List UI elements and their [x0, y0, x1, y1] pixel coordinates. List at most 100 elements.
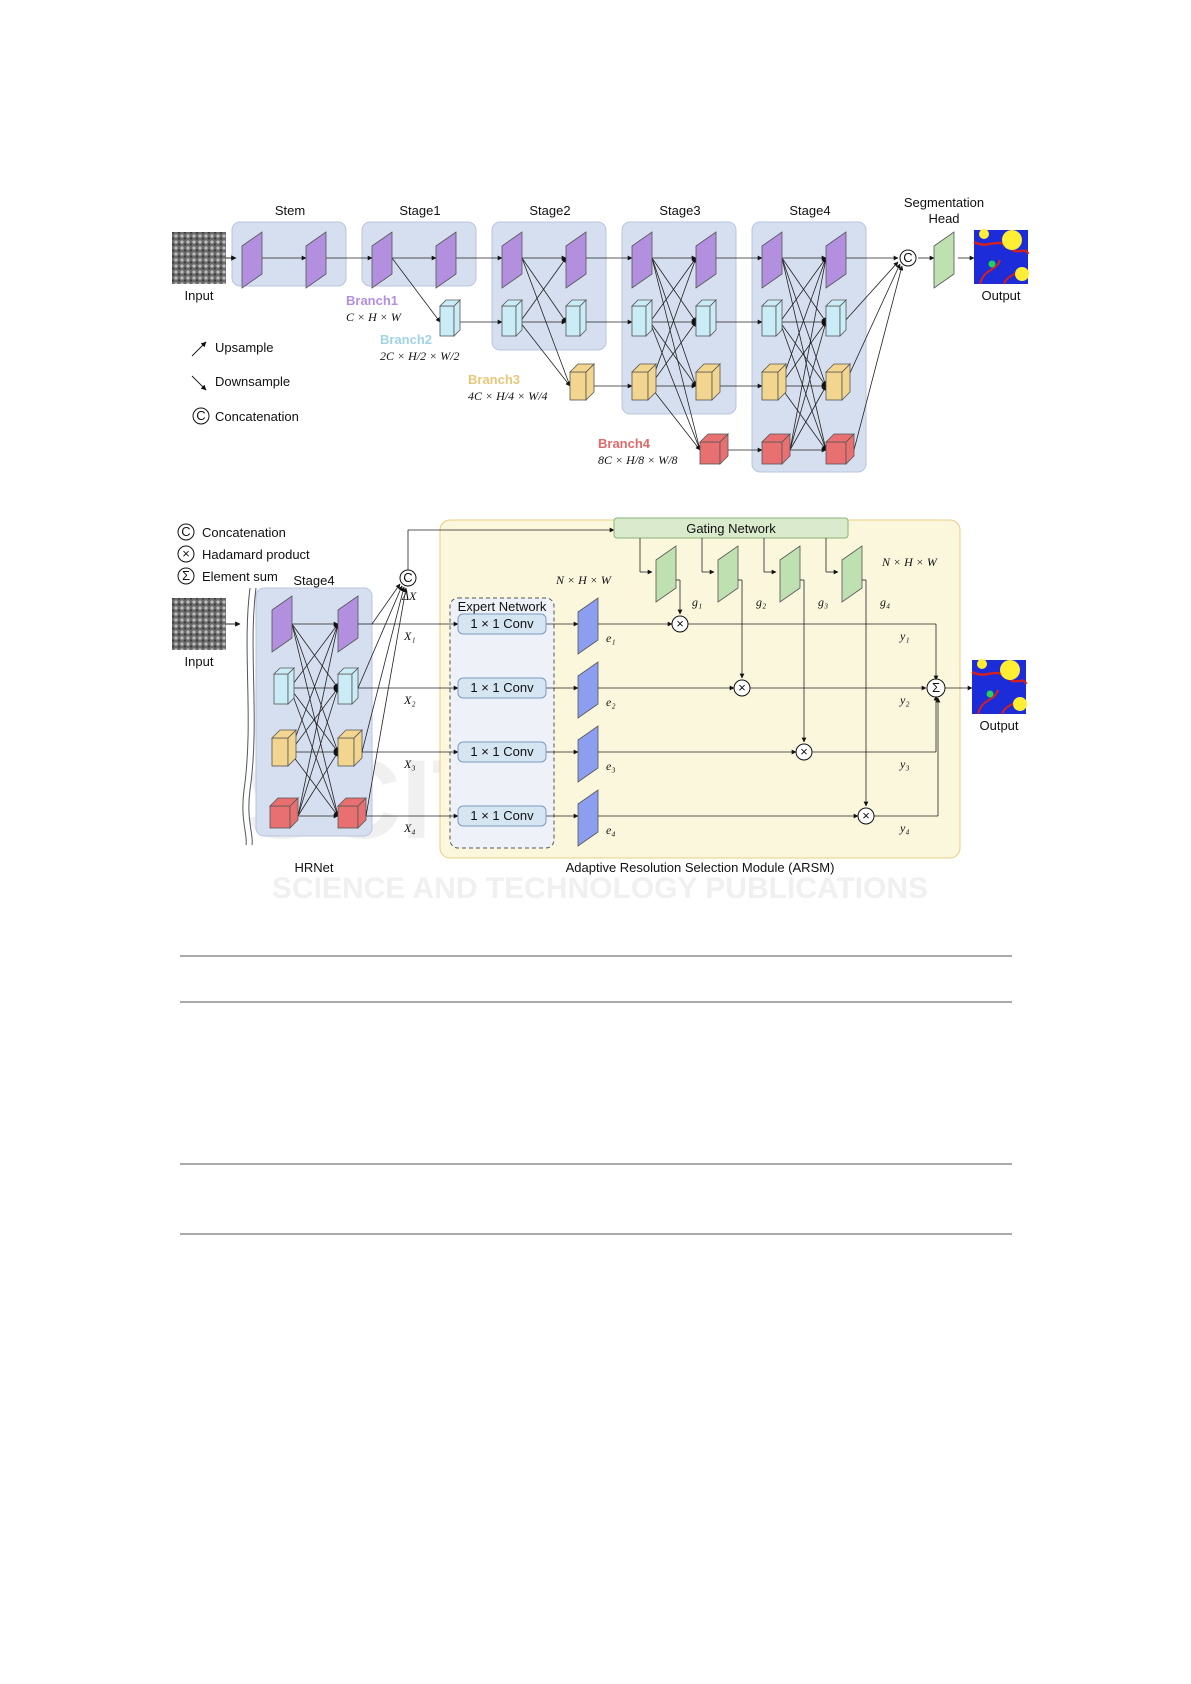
feature-map-b3	[631, 371, 649, 401]
gating-network-label: Gating Network	[686, 521, 776, 536]
output-label: Output	[981, 288, 1020, 303]
output-segmentation-image	[973, 229, 1030, 285]
feature-map-b3	[569, 371, 587, 401]
stage4-title: Stage4	[293, 573, 334, 588]
concat-node-symbol: C	[903, 250, 912, 265]
feature-map-b1	[241, 231, 263, 289]
y2-label: y₂	[899, 693, 910, 707]
hadamard-node-symbol: ×	[862, 808, 870, 823]
legend-downsample: Downsample	[215, 374, 290, 389]
concat-node	[899, 249, 917, 267]
feature-map-b1	[631, 231, 653, 289]
x1-label: X₁	[403, 629, 416, 643]
sum-icon	[177, 567, 195, 585]
legend-upsample: Upsample	[215, 340, 274, 355]
feature-map-b1	[761, 231, 783, 289]
conv-label-3: 1 × 1 Conv	[470, 744, 534, 759]
conv-label-4: 1 × 1 Conv	[470, 808, 534, 823]
input-label: Input	[185, 288, 214, 303]
hadamard-icon-symbol: ×	[182, 546, 190, 561]
bottom-figure: Expert Network C Concatenation × Hadamar…	[172, 517, 1028, 875]
conv-box-3	[457, 741, 547, 763]
input-label: Input	[185, 654, 214, 669]
legend-sum: Element sum	[202, 569, 278, 584]
expert-network-box	[449, 597, 555, 849]
feature-map-b2	[825, 305, 841, 337]
top-legend: Upsample Downsample C Concatenation	[191, 340, 299, 425]
concat-icon-symbol: C	[181, 524, 190, 539]
table-rules	[180, 955, 1012, 1235]
branch1-name: Branch1	[346, 293, 398, 308]
branch3-dims: 4C × H/4 × W/4	[468, 389, 548, 403]
branch1-dims: C × H × W	[346, 310, 402, 324]
legend-concat: Concatenation	[202, 525, 286, 540]
feature-map-b1	[435, 231, 457, 289]
concat-icon	[177, 523, 195, 541]
seg-head-title-line1: Segmentation	[904, 195, 984, 210]
legend-hadamard: Hadamard product	[202, 547, 310, 562]
hadamard-node-symbol: ×	[738, 680, 746, 695]
gating-branches	[639, 538, 869, 807]
truncation-line	[242, 587, 251, 846]
feature-map-b1	[371, 231, 393, 289]
e1-label: e₁	[606, 631, 616, 645]
feature-map-b3	[825, 371, 843, 401]
concat-icon	[192, 407, 210, 425]
hadamard-node-1	[671, 615, 689, 633]
feature-map-b2	[761, 305, 777, 337]
hadamard-node-3	[795, 743, 813, 761]
output-label: Output	[979, 718, 1018, 733]
feature-map-b2	[439, 305, 455, 337]
hadamard-node-symbol: ×	[800, 744, 808, 759]
expert-rows	[358, 621, 973, 819]
branch4-dims: 8C × H/8 × W/8	[598, 453, 678, 467]
g2-label: g₂	[756, 595, 766, 609]
seg-head-map	[933, 231, 955, 289]
x4-label: X₄	[403, 821, 416, 835]
hadamard-node-symbol: ×	[676, 616, 684, 631]
expert-feature-maps	[577, 597, 599, 847]
feature-map-b1	[695, 231, 717, 289]
feature-map-b2	[501, 305, 517, 337]
y3-label: y₃	[899, 757, 910, 771]
e2-label: e₂	[606, 695, 616, 709]
hadamard-node-2	[733, 679, 751, 697]
feature-map-b1	[825, 231, 847, 289]
stage-title-stage3: Stage3	[659, 203, 700, 218]
x3-label: X₃	[403, 757, 416, 771]
hrnet-label: HRNet	[294, 860, 333, 875]
g3-label: g₃	[818, 595, 828, 609]
feature-map-b4	[699, 441, 721, 465]
top-figure: Stem Stage1 Stage2 Stage3 Stage4 Segment…	[172, 195, 1030, 473]
input-image	[172, 232, 226, 284]
concat-icon-symbol: C	[196, 408, 205, 423]
expert-network-label: Expert Network	[458, 599, 547, 614]
legend-concat: Concatenation	[215, 409, 299, 424]
stage-title-stem: Stem	[275, 203, 305, 218]
stage-title-stage2: Stage2	[529, 203, 570, 218]
input-image	[172, 598, 226, 650]
branch2-dims: 2C × H/2 × W/2	[380, 349, 460, 363]
gating-dims-label: N × H × W	[881, 555, 938, 569]
sum-node-symbol: Σ	[932, 680, 940, 695]
truncation-line	[248, 587, 257, 846]
downsample-arrow-icon	[191, 375, 207, 391]
g1-label: g₁	[692, 595, 702, 609]
bottom-legend: C Concatenation × Hadamard product Σ Ele…	[177, 523, 310, 585]
hrnet-feature-maps	[269, 595, 367, 829]
gating-network-box	[613, 517, 849, 539]
feature-map-b2	[631, 305, 647, 337]
watermark-subtext: SCIENCE AND TECHNOLOGY PUBLICATIONS	[272, 872, 928, 905]
conv-label-1: 1 × 1 Conv	[470, 616, 534, 631]
feature-map-b1	[565, 231, 587, 289]
feature-map-b3	[761, 371, 779, 401]
stage-title-stage4: Stage4	[789, 203, 830, 218]
feature-map-b2	[565, 305, 581, 337]
branch2-name: Branch2	[380, 332, 432, 347]
branch3-name: Branch3	[468, 372, 520, 387]
top-connections	[262, 255, 975, 453]
conv-box-4	[457, 805, 547, 827]
output-segmentation-image	[971, 659, 1028, 715]
feature-map-b1	[305, 231, 327, 289]
